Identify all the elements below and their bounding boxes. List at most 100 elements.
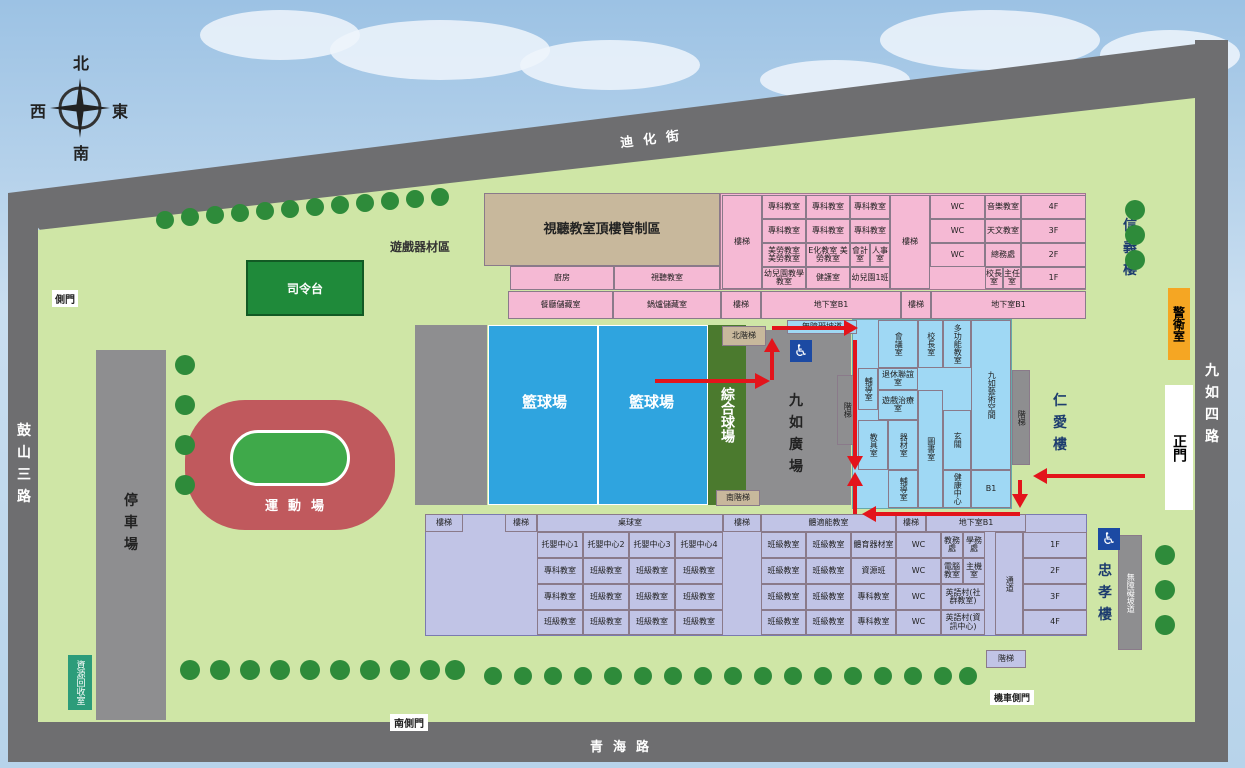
academic-office: 教務處 [941,532,963,558]
parking-label: 停車場 [124,493,138,553]
court-2-label: 籃球場 [629,393,675,411]
basement-1: 地下室B1 [761,291,901,319]
accessibility-icon: ♿ [1098,528,1120,550]
south-3f: 3F [1023,584,1087,610]
music-room: 音樂教室 [985,195,1021,219]
room-4: 專科教室 [762,219,806,243]
principal-room-2: 校長室 [918,320,943,368]
tree-column [1115,195,1155,275]
south-stairs: 南階梯 [716,490,760,506]
av-room: 視聽教室 [614,266,720,290]
track: 運動場 [185,400,395,530]
basement-2: 地下室B1 [931,291,1086,319]
care-4: 托嬰中心4 [675,532,723,558]
track-label: 運動場 [265,499,335,514]
court-1-label: 籃球場 [522,393,568,411]
floor-4f: 4F [1021,195,1086,219]
class-3: 班級教室 [675,558,723,584]
guard-room: 警衛室 [1168,288,1190,360]
director-room: 主任室 [1003,267,1021,289]
compass: 北 南 東 西 [30,50,130,163]
compass-west: 西 [30,102,47,121]
room-8: E化教室 美勞教室 [806,243,850,267]
cloud [330,20,550,80]
class-13: 班級教室 [761,558,806,584]
south-stairs-2: 樓梯 [505,514,537,532]
class-10: 班級教室 [675,610,723,635]
floor-1f: 1F [1021,267,1086,289]
class-16: 班級教室 [806,584,851,610]
room-1: 專科教室 [762,195,806,219]
care-1: 托嬰中心1 [537,532,583,558]
cloud [880,10,1100,70]
south-stairs-3: 樓梯 [723,514,761,532]
room-7: 美勞教室 美勞教室 [762,243,806,267]
english-village-1: 英語村(社群教室) [941,584,985,610]
class-2: 班級教室 [629,558,675,584]
room-2: 專科教室 [806,195,850,219]
entrance: 玄關 [943,410,971,470]
storage-2: 鍋爐儲藏室 [613,291,721,319]
server-room: 主機室 [963,558,985,584]
multi-room: 多功能教室 [943,320,971,368]
north-stairs: 北階梯 [722,326,766,346]
class-4: 班級教室 [583,584,629,610]
care-2: 托嬰中心2 [583,532,629,558]
meeting-room: 會議室 [878,320,918,368]
class-14: 班級教室 [806,558,851,584]
south-1f: 1F [1023,532,1087,558]
multi-court: 綜合球場 [708,325,746,505]
basketball-court-2: 籃球場 [598,325,708,505]
basketball-court-1: 籃球場 [488,325,598,505]
class-5: 班級教室 [629,584,675,610]
teaching-aid: 教具室 [858,420,888,470]
general-affairs: 總務處 [985,243,1021,267]
stairs-c: 樓梯 [722,195,762,289]
tree-row [478,656,978,696]
compass-icon [50,78,110,138]
class-9: 班級教室 [629,610,675,635]
south-side-gate: 南側門 [390,714,428,731]
arrow-head [1012,494,1028,508]
class-18: 班級教室 [806,610,851,635]
tree-column [1145,540,1185,650]
class-8: 班級教室 [583,610,629,635]
wc-1: WC [930,195,985,219]
south-wc-3: WC [896,584,941,610]
corridor: 通道 [995,532,1023,635]
arrow-head [862,506,876,522]
gray-area [415,325,487,505]
cloud [520,40,700,90]
care-3: 托嬰中心3 [629,532,675,558]
wc-3: WC [930,243,985,267]
counsel-room: 輔導室 [858,368,878,410]
class-11: 班級教室 [761,532,806,558]
room-5: 專科教室 [806,219,850,243]
special-4: 專科教室 [851,610,896,635]
storage-1: 餐廳儲藏室 [508,291,613,319]
south-wc-4: WC [896,610,941,635]
south-2f: 2F [1023,558,1087,584]
west-gate: 側門 [52,290,78,307]
tree-row [175,650,465,690]
class-6: 班級教室 [675,584,723,610]
stairs-b: 樓梯 [901,291,931,319]
retire-room: 退休聯誼室 [878,368,918,390]
arrow-head [1033,468,1047,484]
compass-north: 北 [73,54,90,73]
table-tennis: 桌球室 [537,514,723,532]
accessibility-icon: ♿ [790,340,812,362]
zhong-building-label: 忠孝樓 [1098,563,1112,623]
play-therapy: 遊戲治療室 [878,390,918,420]
room-9: 會計室 [850,243,870,267]
room-11: 幼兒園教學教室 [762,267,806,289]
fitness-room: 體適能教室 [761,514,896,532]
arrow-head [764,338,780,352]
track-field [230,430,350,486]
tree-column [170,350,200,510]
kitchen: 廚房 [510,266,614,290]
arrow-head [847,456,863,470]
south-wc-1: WC [896,532,941,558]
health-center: 健康中心 [943,470,971,508]
road-east-label: 九如四路 [1205,363,1219,445]
